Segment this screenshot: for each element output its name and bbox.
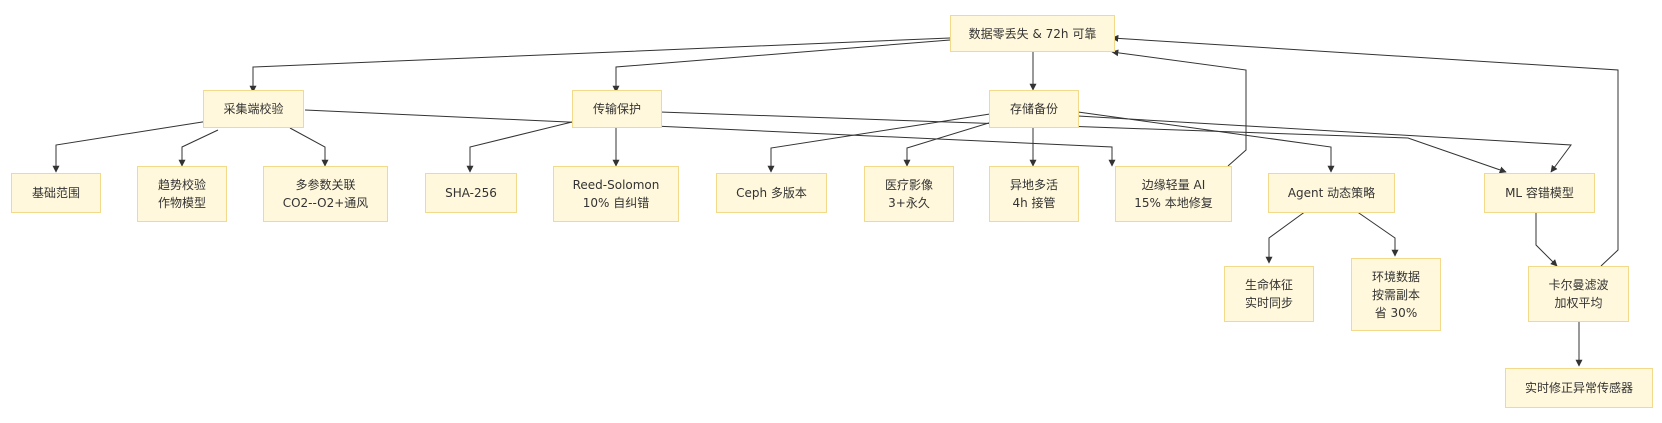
edge-collect-trend xyxy=(178,129,219,167)
edge-storage-agent xyxy=(1077,111,1335,173)
edge-storage-ceph xyxy=(767,113,991,173)
node-multi-param: 多参数关联 CO2--O2+通风 xyxy=(263,166,388,222)
node-ml: ML 容错模型 xyxy=(1484,173,1595,213)
node-ceph: Ceph 多版本 xyxy=(716,173,827,213)
node-basic-range: 基础范围 xyxy=(11,173,101,213)
edge-storage-medical xyxy=(903,121,993,167)
edge-transfer-ml xyxy=(659,111,1507,174)
node-kalman: 卡尔曼滤波 加权平均 xyxy=(1528,266,1629,322)
node-realtime-fix: 实时修正异常传感器 xyxy=(1505,368,1653,408)
edge-kalman-root xyxy=(1111,34,1619,267)
node-sha: SHA-256 xyxy=(425,173,517,213)
node-remote: 异地多活 4h 接管 xyxy=(989,166,1079,222)
edge-ml-kalman xyxy=(1535,211,1558,267)
edge-collect-basic xyxy=(52,119,216,173)
node-trend: 趋势校验 作物模型 xyxy=(137,166,227,222)
edge-transfer-sha xyxy=(466,121,573,173)
node-medical: 医疗影像 3+永久 xyxy=(864,166,954,222)
node-vital: 生命体征 实时同步 xyxy=(1224,266,1314,322)
node-root: 数据零丢失 & 72h 可靠 xyxy=(950,15,1115,52)
edge-storage-ml xyxy=(1077,115,1572,173)
edge-collect-multi xyxy=(289,127,329,167)
node-storage: 存储备份 xyxy=(989,90,1079,128)
edge-root-collect xyxy=(249,37,951,93)
node-agent: Agent 动态策略 xyxy=(1268,173,1395,213)
node-transfer: 传输保护 xyxy=(572,90,662,128)
node-env: 环境数据 按需副本 省 30% xyxy=(1351,258,1441,331)
edge-root-transfer xyxy=(612,39,951,93)
edge-agent-env xyxy=(1355,210,1399,257)
edge-edgeai-root xyxy=(1111,49,1247,167)
node-collect: 采集端校验 xyxy=(203,90,304,128)
node-reed: Reed-Solomon 10% 自纠错 xyxy=(553,166,679,222)
node-edge-ai: 边缘轻量 AI 15% 本地修复 xyxy=(1115,166,1232,222)
edge-agent-vital xyxy=(1265,210,1307,264)
